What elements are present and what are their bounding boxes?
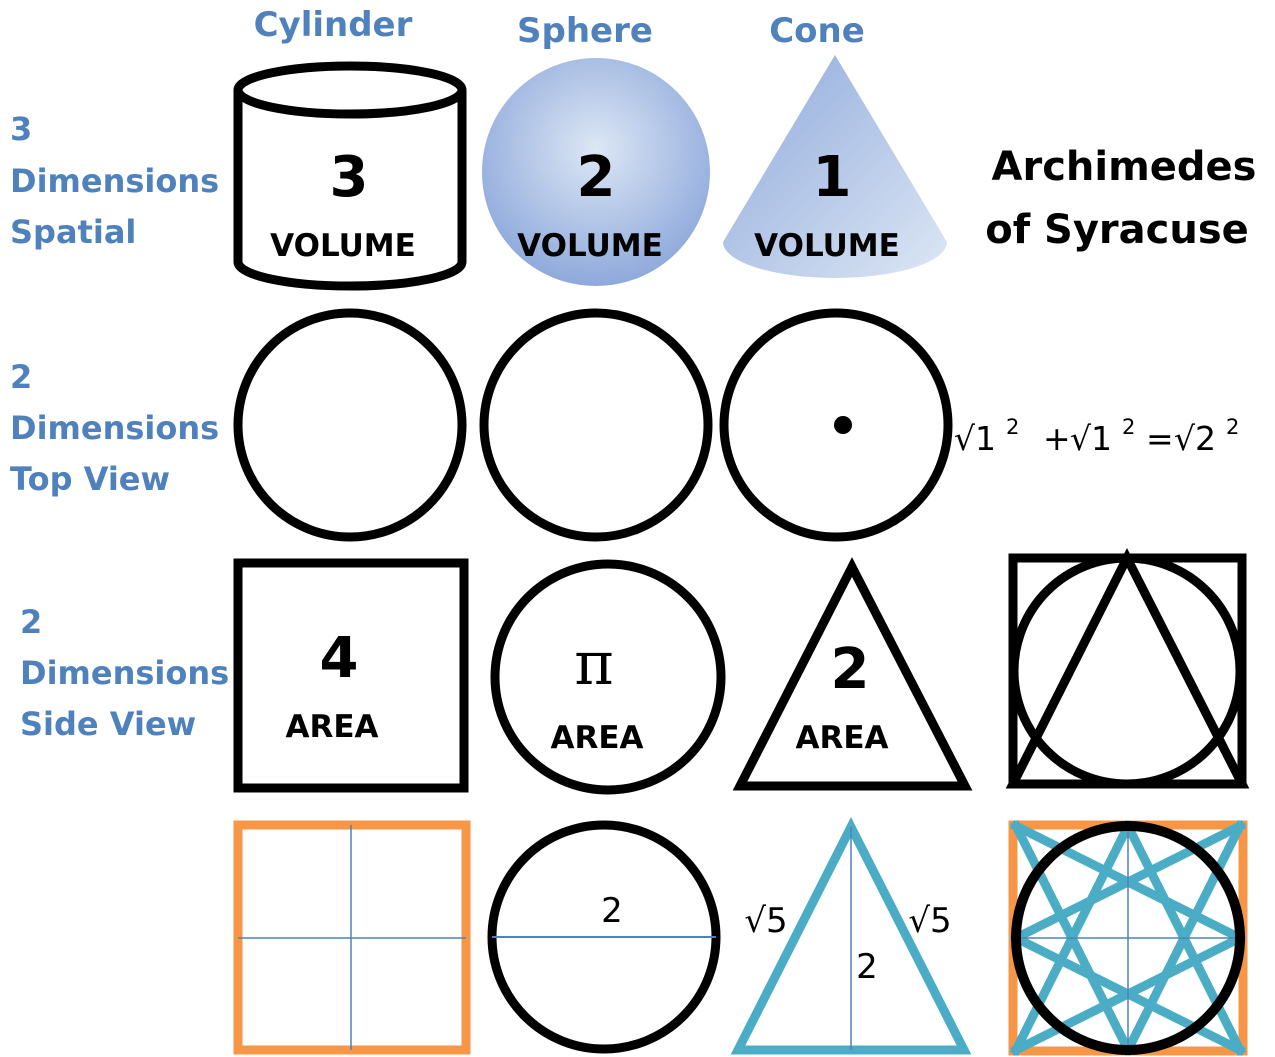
circle-area-value: π <box>574 629 613 699</box>
sphere-volume-label: VOLUME <box>517 228 663 264</box>
triangle-side-view: 2 AREA <box>732 557 973 791</box>
triangle-area-label: AREA <box>795 720 888 756</box>
sphere-top-view-circle <box>479 308 713 542</box>
square-grid-view <box>233 820 471 1055</box>
svg-text:of Syracuse: of Syracuse <box>985 207 1249 253</box>
square-area-value: 4 <box>320 626 359 691</box>
svg-text:Archimedes: Archimedes <box>992 144 1257 190</box>
svg-text:Dimensions: Dimensions <box>20 654 229 692</box>
svg-text:2: 2 <box>1226 415 1239 439</box>
svg-text:+: + <box>1043 419 1071 458</box>
svg-text:Side View: Side View <box>20 705 196 743</box>
svg-text:2: 2 <box>1122 415 1135 439</box>
star-polygon-lines <box>1009 819 1247 1057</box>
cone-volume-label: VOLUME <box>754 228 900 264</box>
svg-text:3: 3 <box>10 110 32 148</box>
row-label-top-view: 2 Dimensions Top View <box>10 358 219 498</box>
title-archimedes: Archimedes of Syracuse <box>985 144 1256 253</box>
combined-side-view <box>1005 548 1250 789</box>
row-label-side-view: 2 Dimensions Side View <box>20 603 229 743</box>
svg-text:Top View: Top View <box>10 460 170 498</box>
circle-area-label: AREA <box>550 720 643 756</box>
sphere-volume-value: 2 <box>577 145 616 210</box>
triangle-left-side-label: √5 <box>744 901 787 941</box>
cone-volume-value: 1 <box>813 145 852 210</box>
cone-apex-dot <box>834 416 852 434</box>
triangle-area-value: 2 <box>831 637 870 702</box>
cone-top-view-circle <box>719 308 953 542</box>
cylinder-shape: 3 VOLUME <box>233 61 467 291</box>
column-header-cylinder: Cylinder <box>254 5 413 45</box>
triangle-right-side-label: √5 <box>908 901 951 941</box>
svg-text:=: = <box>1146 419 1174 458</box>
square-side-view: 4 AREA <box>233 558 469 793</box>
square-area-label: AREA <box>285 709 378 745</box>
svg-text:2: 2 <box>10 358 32 396</box>
triangle-height-label: 2 <box>856 947 878 987</box>
circle-diameter-view: 2 <box>487 820 721 1054</box>
svg-text:Spatial: Spatial <box>10 213 136 251</box>
svg-text:2: 2 <box>1006 415 1019 439</box>
svg-text:√1: √1 <box>954 419 996 458</box>
circle-diameter-label: 2 <box>601 891 623 931</box>
pythagorean-equation: √1 2 + √1 2 = √2 2 <box>954 415 1239 458</box>
column-header-cone: Cone <box>769 11 865 51</box>
svg-text:√1: √1 <box>1070 419 1112 458</box>
row-label-spatial: 3 Dimensions Spatial <box>10 110 219 251</box>
cylinder-volume-value: 3 <box>330 145 369 210</box>
column-header-sphere: Sphere <box>517 11 653 51</box>
circle-side-view: π AREA <box>490 559 726 795</box>
cylinder-volume-label: VOLUME <box>270 228 416 264</box>
triangle-measure-view: √5 √5 2 <box>730 817 972 1055</box>
svg-text:√2: √2 <box>1174 419 1216 458</box>
cylinder-top-view-circle <box>233 308 467 542</box>
star-pattern-view <box>1008 819 1248 1057</box>
sphere-shape: 2 VOLUME <box>482 58 710 286</box>
svg-text:Dimensions: Dimensions <box>10 162 219 200</box>
cone-shape: 1 VOLUME <box>723 55 947 278</box>
svg-text:Dimensions: Dimensions <box>10 409 219 447</box>
svg-text:2: 2 <box>20 603 42 641</box>
